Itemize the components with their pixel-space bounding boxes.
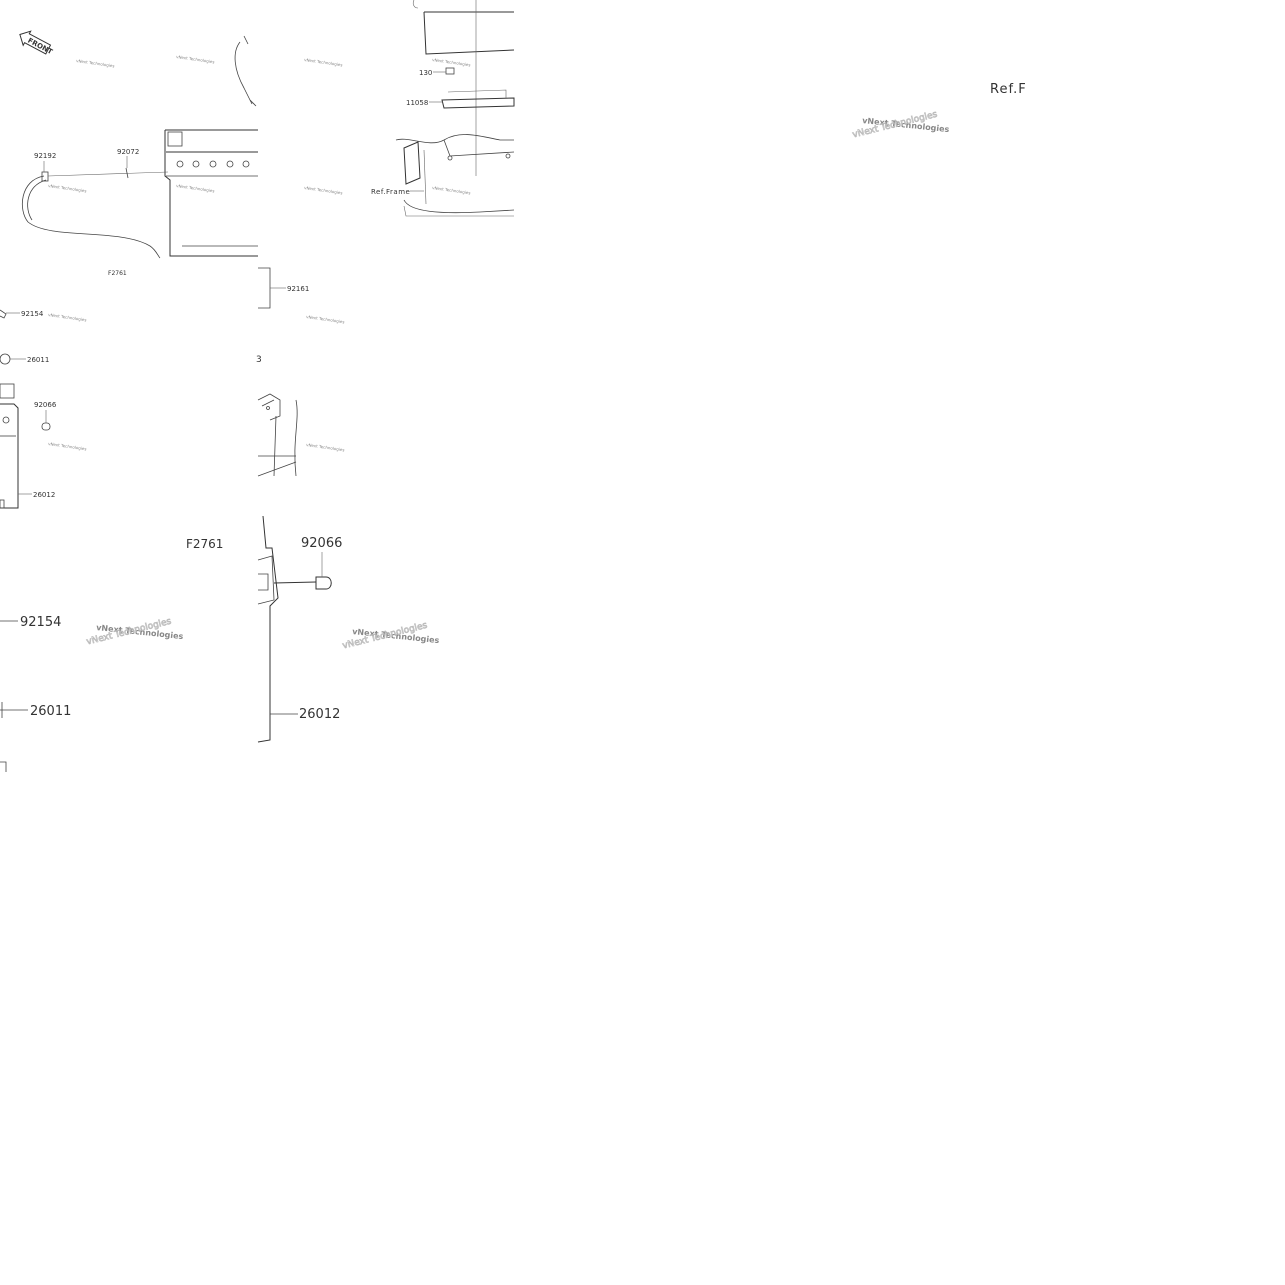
battery-drawing bbox=[164, 129, 258, 257]
watermark-small-7: vNext Technologies bbox=[432, 57, 471, 67]
svg-text:vNext Technologies: vNext Technologies bbox=[304, 185, 343, 195]
svg-text:vNext Technologies: vNext Technologies bbox=[432, 185, 471, 195]
watermark-large-3: vNext Technologies vNext Technologies bbox=[851, 109, 950, 141]
watermark-small-9: vNext Technologies bbox=[48, 312, 87, 322]
watermark-small-10: vNext Technologies bbox=[306, 314, 345, 324]
svg-text:vNext Technologies: vNext Technologies bbox=[176, 183, 215, 193]
part-label-92066-small: 92066 bbox=[34, 401, 57, 409]
partial-label-3: 3 bbox=[256, 355, 262, 365]
watermark-large-1: vNext Technologies vNext Technologies bbox=[85, 616, 184, 648]
watermark-small-6: vNext Technologies bbox=[304, 185, 343, 195]
part-label-11058: 11058 bbox=[406, 99, 428, 107]
battery-cable-top bbox=[234, 41, 253, 105]
part-label-92072: 92072 bbox=[117, 148, 139, 156]
figure-ref-f2761-upper: F2761 bbox=[108, 270, 127, 277]
svg-text:vNext Technologies: vNext Technologies bbox=[306, 442, 345, 452]
svg-text:vNext Technologies: vNext Technologies bbox=[432, 57, 471, 67]
svg-text:vNext Technologies: vNext Technologies bbox=[304, 57, 343, 67]
svg-text:vNext Technologies: vNext Technologies bbox=[306, 314, 345, 324]
part-label-26011-small: 26011 bbox=[27, 356, 49, 364]
lower-mid-panel: 92066 26012 bbox=[257, 515, 342, 743]
lower-left-panel: F2761 92154 26011 bbox=[0, 537, 223, 772]
watermark-small-8: vNext Technologies bbox=[432, 185, 471, 195]
part-label-26011-large: 26011 bbox=[30, 704, 71, 719]
part-label-26012-large: 26012 bbox=[299, 707, 340, 722]
ref-frame-label: Ref.Frame bbox=[371, 188, 410, 196]
watermark-small-11: vNext Technologies bbox=[48, 441, 87, 451]
svg-text:vNext Technologies: vNext Technologies bbox=[76, 58, 115, 68]
vent-tube bbox=[21, 175, 161, 259]
part-label-92066-large: 92066 bbox=[301, 536, 342, 551]
svg-text:vNext Technologies: vNext Technologies bbox=[48, 441, 87, 451]
ref-f-label: Ref.F bbox=[990, 82, 1027, 97]
watermark-small-4: vNext Technologies bbox=[48, 183, 87, 193]
part-label-92154-small: 92154 bbox=[21, 310, 44, 318]
part-label-92154-large: 92154 bbox=[20, 615, 61, 630]
svg-text:vNext Technologies: vNext Technologies bbox=[48, 183, 87, 193]
watermark-small-12: vNext Technologies bbox=[306, 442, 345, 452]
upper-mid-panel: 130 11058 Ref.Frame 92161 3 bbox=[256, 0, 515, 477]
watermark-small-3: vNext Technologies bbox=[304, 57, 343, 67]
front-arrow-icon: FRONT bbox=[19, 30, 54, 56]
watermark-small-2: vNext Technologies bbox=[176, 54, 215, 64]
part-label-26012-small: 26012 bbox=[33, 491, 55, 499]
upper-left-panel: 92192 92072 F2761 92154 26011 92066 2601… bbox=[0, 35, 258, 509]
watermark-large-2: vNext Technologies vNext Technologies bbox=[341, 620, 440, 652]
figure-ref-f2761-lower: F2761 bbox=[186, 537, 223, 551]
svg-text:vNext Technologies: vNext Technologies bbox=[48, 312, 87, 322]
watermark-small-1: vNext Technologies bbox=[76, 58, 115, 68]
part-label-130: 130 bbox=[419, 69, 432, 77]
watermark-small-5: vNext Technologies bbox=[176, 183, 215, 193]
watermarks: vNext Technologies vNext Technologies vN… bbox=[48, 54, 950, 652]
part-label-92192: 92192 bbox=[34, 152, 56, 160]
svg-text:vNext Technologies: vNext Technologies bbox=[176, 54, 215, 64]
part-label-92161: 92161 bbox=[287, 285, 309, 293]
